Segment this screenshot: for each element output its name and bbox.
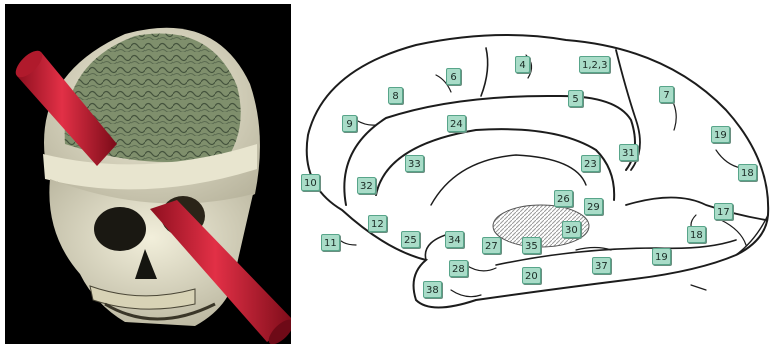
calcarine-sulcus bbox=[626, 198, 766, 221]
area-label: 28 bbox=[449, 260, 468, 277]
paracentral-sulcus bbox=[481, 48, 488, 96]
brain-outline-drawing bbox=[296, 0, 775, 347]
area-label: 12 bbox=[368, 215, 387, 232]
area-label: 27 bbox=[482, 237, 501, 254]
area-label: 18 bbox=[687, 226, 706, 243]
brodmann-medial-diagram: 4 1,2,3 6 8 5 7 9 24 31 19 18 33 23 10 3… bbox=[296, 0, 775, 347]
area-label: 4 bbox=[515, 56, 530, 73]
area-label: 26 bbox=[554, 190, 573, 207]
area-label: 17 bbox=[714, 203, 733, 220]
area-label: 31 bbox=[619, 144, 638, 161]
area-label: 38 bbox=[423, 281, 442, 298]
area-label: 11 bbox=[321, 234, 340, 251]
area-label: 18 bbox=[738, 164, 757, 181]
area-label: 29 bbox=[584, 198, 603, 215]
area-label: 30 bbox=[562, 221, 581, 238]
area-label: 5 bbox=[568, 90, 583, 107]
area-label: 10 bbox=[301, 174, 320, 191]
area-label: 20 bbox=[522, 267, 541, 284]
area-label: 1,2,3 bbox=[579, 56, 610, 73]
area-label: 23 bbox=[581, 155, 600, 172]
area-label: 32 bbox=[357, 177, 376, 194]
area-label: 19 bbox=[652, 248, 671, 265]
area-label: 33 bbox=[405, 155, 424, 172]
area-label: 35 bbox=[522, 237, 541, 254]
cingulate-sulcus bbox=[344, 96, 635, 205]
area-label: 24 bbox=[447, 115, 466, 132]
area-label: 6 bbox=[446, 68, 461, 85]
area-label: 8 bbox=[388, 87, 403, 104]
skull-rod-illustration bbox=[5, 4, 291, 344]
area-label: 7 bbox=[659, 86, 674, 103]
area-label: 9 bbox=[342, 115, 357, 132]
area-label: 34 bbox=[445, 231, 464, 248]
area-label: 19 bbox=[711, 126, 730, 143]
area-label: 37 bbox=[592, 257, 611, 274]
eye-socket-left bbox=[94, 207, 146, 251]
skull-rod-image bbox=[5, 4, 291, 344]
area-label: 25 bbox=[401, 231, 420, 248]
